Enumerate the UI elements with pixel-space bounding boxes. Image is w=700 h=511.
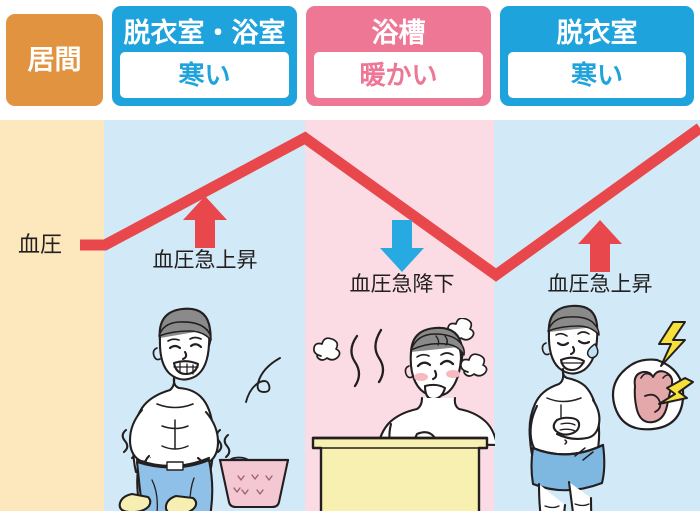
room-title-changing-room: 脱衣室: [556, 17, 638, 48]
annotation-bp-rise-second-label: 血圧急上昇: [547, 273, 653, 296]
room-card-changing-bath-room: 脱衣室・浴室 寒い: [112, 6, 297, 106]
annotation-bp-drop-label: 血圧急降下: [349, 273, 455, 296]
room-card-bathtub: 浴槽 暖かい: [306, 6, 491, 106]
room-title-living-room: 居間: [27, 44, 82, 75]
annotation-bp-rise-first-label: 血圧急上昇: [152, 249, 258, 272]
arrow-down-icon: [380, 220, 424, 272]
blood-pressure-axis-label: 血圧: [18, 232, 63, 257]
room-temp-bathtub: 暖かい: [359, 60, 438, 90]
arrow-up-icon: [183, 196, 227, 248]
room-temp-box-changing-bath-room: 寒い: [120, 52, 289, 98]
arrow-up-icon: [578, 220, 622, 272]
blood-pressure-line-chart: [80, 123, 700, 282]
room-card-living-room: 居間: [6, 14, 103, 106]
room-temp-changing-bath-room: 寒い: [178, 60, 231, 90]
annotation-bp-drop: 血圧急降下: [317, 220, 487, 295]
man-chest-pain-illustration: [528, 304, 694, 511]
annotation-bp-rise-second: 血圧急上昇: [515, 220, 685, 295]
blood-pressure-line: [80, 123, 700, 282]
room-card-changing-room: 脱衣室 寒い: [500, 6, 694, 106]
room-temp-box-bathtub: 暖かい: [314, 52, 483, 98]
room-header-row: 居間 脱衣室・浴室 寒い 浴槽 暖かい 脱衣室 寒い: [0, 0, 700, 120]
room-title-bathtub: 浴槽: [371, 17, 426, 48]
annotation-bp-rise-first: 血圧急上昇: [120, 196, 290, 271]
room-title-changing-bath-room: 脱衣室・浴室: [123, 17, 286, 48]
room-temp-changing-room: 寒い: [570, 60, 623, 90]
room-temp-box-changing-room: 寒い: [508, 52, 686, 98]
shivering-man-undressing-illustration: [118, 307, 290, 511]
band-living-room: [0, 120, 104, 511]
man-in-bathtub-illustration: [311, 318, 495, 511]
